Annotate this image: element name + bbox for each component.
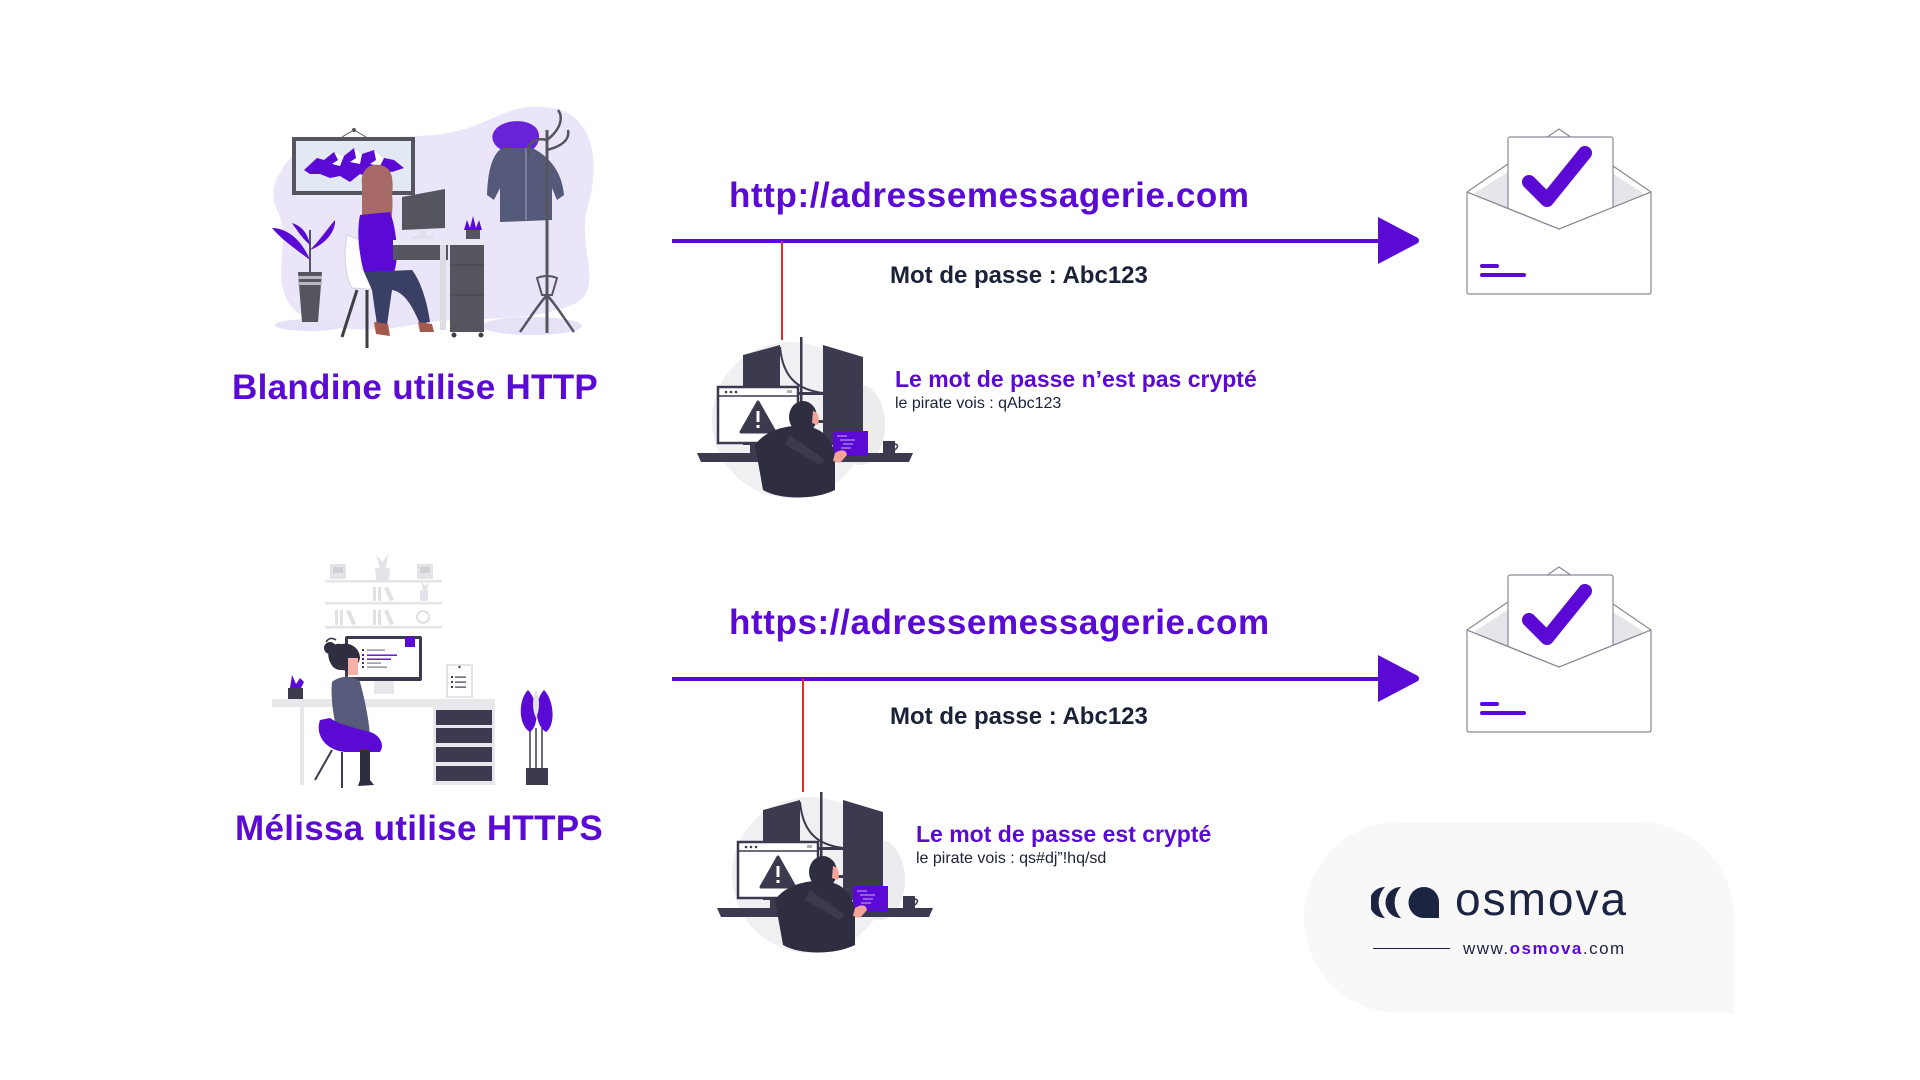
brand-url-prefix: www.	[1463, 939, 1510, 958]
url-https: https://adressemessagerie.com	[729, 603, 1270, 642]
envelope-check-icon	[1465, 565, 1655, 735]
arrow-right-icon	[1378, 217, 1420, 264]
pirate-sees-https: le pirate vois : qs#dj”!hq/sd	[916, 850, 1107, 867]
pirate-sees-http: le pirate vois : qAbc123	[895, 395, 1062, 412]
url-http: http://adressemessagerie.com	[729, 176, 1250, 215]
password-label-http: Mot de passe : Abc123	[890, 262, 1148, 289]
blandine-desk-illustration	[262, 100, 607, 355]
arrow-right-icon	[1378, 655, 1420, 702]
persona-label-blandine: Blandine utilise HTTP	[232, 368, 599, 407]
warning-icon	[759, 855, 797, 889]
melissa-desk-illustration	[270, 550, 560, 790]
envelope-check-icon	[1465, 127, 1655, 297]
hacker-illustration-http	[695, 335, 915, 500]
brand-card	[1304, 822, 1734, 1013]
warning-icon	[739, 400, 777, 434]
brand-url-name: osmova	[1509, 939, 1583, 958]
encryption-status-http: Le mot de passe n’est pas crypté	[895, 366, 1257, 392]
brand-name: osmova	[1455, 873, 1629, 925]
persona-label-melissa: Mélissa utilise HTTPS	[235, 809, 604, 848]
encryption-status-https: Le mot de passe est crypté	[916, 821, 1212, 847]
brand-divider	[1373, 948, 1450, 949]
brand-url[interactable]: www.osmova.com	[1463, 940, 1626, 957]
osmova-logo-icon	[1371, 887, 1441, 918]
intercept-line-https	[802, 679, 804, 792]
hacker-illustration-https	[715, 790, 935, 955]
password-label-https: Mot de passe : Abc123	[890, 703, 1148, 730]
brand-url-suffix: .com	[1582, 939, 1626, 958]
intercept-line-http	[781, 241, 783, 340]
arrow-line-http	[672, 239, 1384, 243]
arrow-line-https	[672, 677, 1384, 681]
